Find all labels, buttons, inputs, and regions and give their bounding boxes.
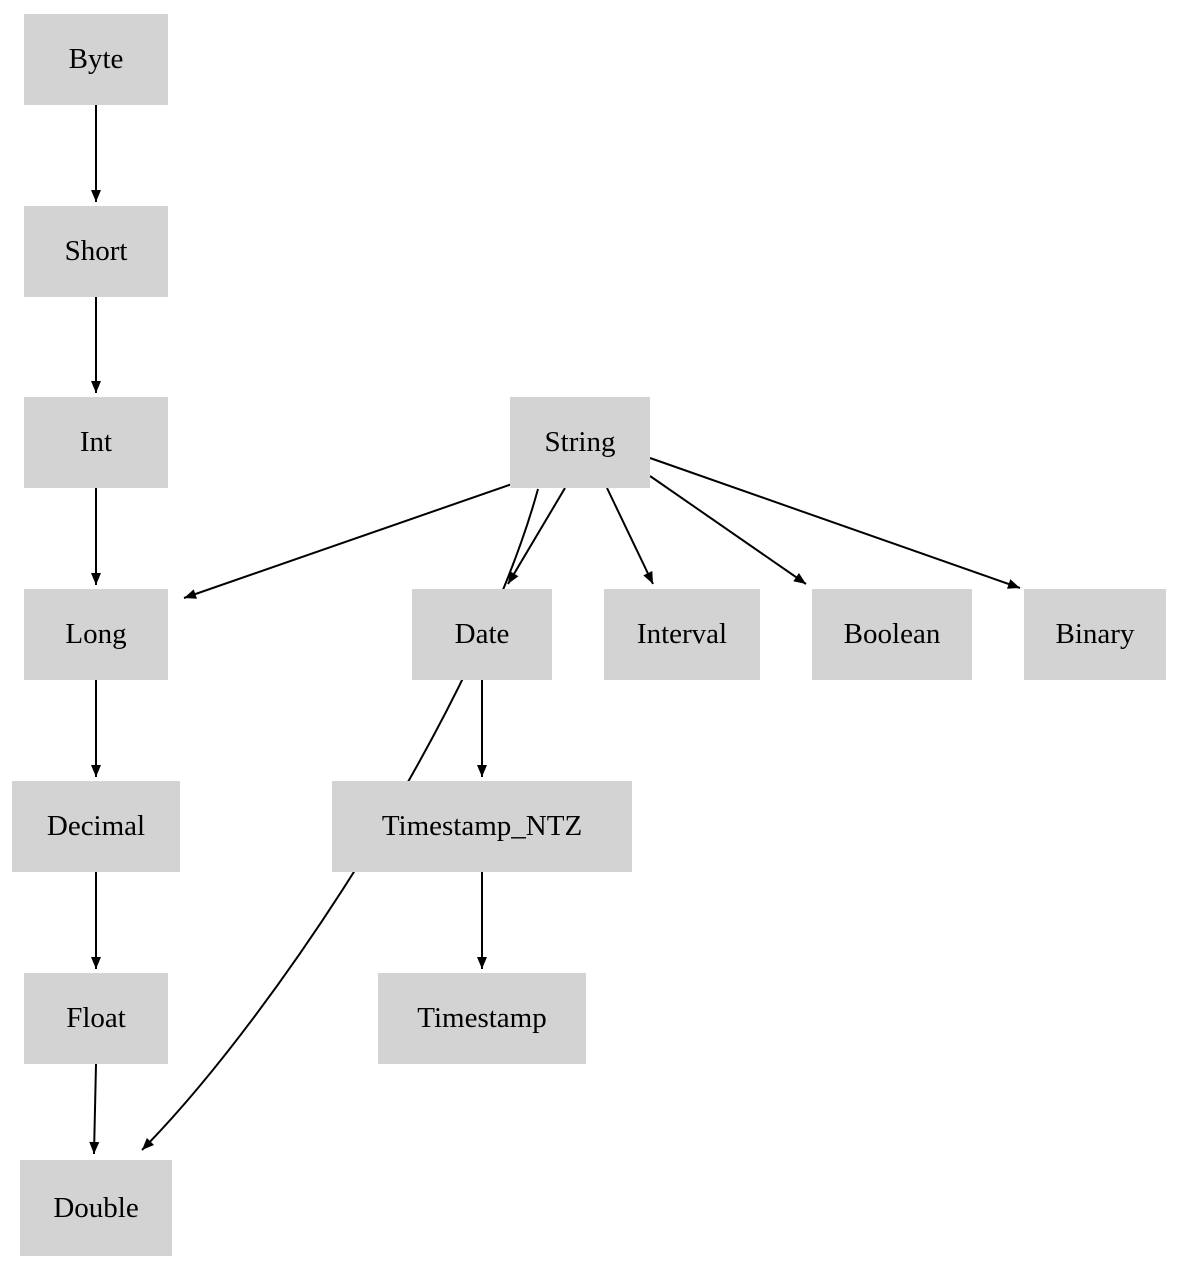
node-short: Short xyxy=(24,206,168,297)
edge-string-interval xyxy=(606,487,654,585)
node-binary: Binary xyxy=(1024,589,1166,680)
node-int: Int xyxy=(24,397,168,488)
node-float: Float xyxy=(24,973,168,1064)
edge-string-binary xyxy=(649,457,1021,589)
node-timestamp: Timestamp xyxy=(378,973,586,1064)
node-interval: Interval xyxy=(604,589,760,680)
edge-string-long xyxy=(183,483,513,599)
node-byte: Byte xyxy=(24,14,168,105)
node-date: Date xyxy=(412,589,552,680)
node-decimal: Decimal xyxy=(12,781,180,872)
node-double: Double xyxy=(20,1160,172,1256)
edge-string-boolean xyxy=(649,475,807,585)
edge-float-double xyxy=(89,1063,100,1155)
node-string: String xyxy=(510,397,650,488)
node-timestamp-ntz: Timestamp_NTZ xyxy=(332,781,632,872)
node-boolean: Boolean xyxy=(812,589,972,680)
node-long: Long xyxy=(24,589,168,680)
edge-string-date xyxy=(507,487,566,585)
